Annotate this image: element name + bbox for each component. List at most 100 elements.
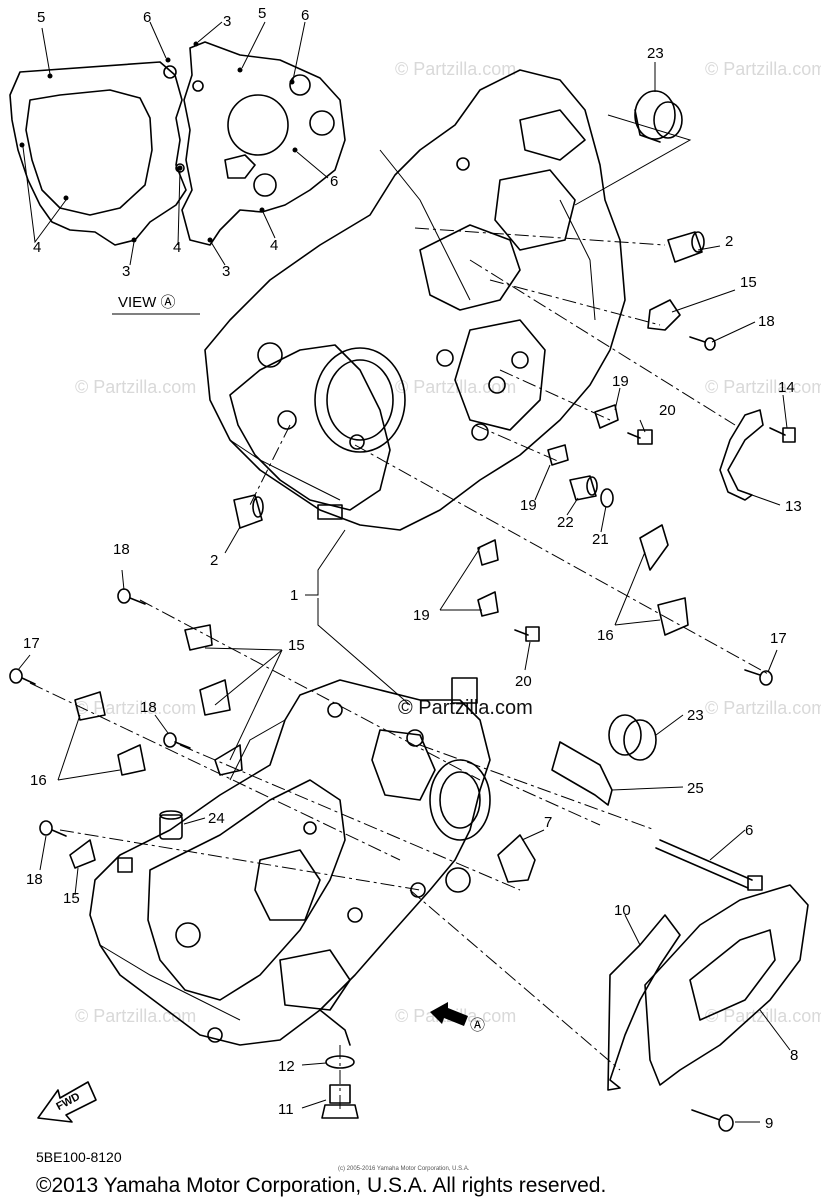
crankcase-left-hole bbox=[303, 821, 317, 835]
small-parts bbox=[9, 90, 809, 1132]
gasket-dots bbox=[19, 41, 298, 243]
callout-3: 3 bbox=[122, 263, 130, 280]
callout-19: 19 bbox=[413, 607, 430, 624]
clip-19 bbox=[594, 404, 619, 429]
drain-bolt-11 bbox=[321, 1084, 359, 1119]
crankcase-right-hole bbox=[349, 434, 365, 450]
sprocket-cover-8 bbox=[644, 884, 809, 1086]
crankcase-left-lug bbox=[451, 677, 478, 704]
crankcase-right-edge bbox=[559, 199, 596, 321]
bolt-20-top bbox=[627, 429, 653, 445]
clip-15-left bbox=[214, 744, 243, 776]
callout-6: 6 bbox=[143, 9, 151, 26]
callout-3: 3 bbox=[222, 263, 230, 280]
clip-15-lower bbox=[69, 839, 96, 869]
callout-2: 2 bbox=[725, 233, 733, 250]
bracket-25 bbox=[551, 741, 613, 806]
oil-seal-23-top bbox=[634, 90, 683, 143]
bolt-14 bbox=[769, 427, 796, 443]
crankcase-left-outline bbox=[89, 679, 491, 1046]
callout-22: 22 bbox=[557, 514, 574, 531]
callout-3: 3 bbox=[223, 13, 231, 30]
small-copyright-notice: (c) 2005-2016 Yamaha Motor Corporation, … bbox=[338, 1166, 470, 1172]
bracket-16-left bbox=[74, 691, 106, 721]
callout-2: 2 bbox=[210, 552, 218, 569]
sprocket-cover-window bbox=[689, 929, 776, 1021]
crankcase-right-main-bore bbox=[314, 347, 406, 453]
watermark-text: © Partzilla.com bbox=[75, 1006, 196, 1026]
gasket-right-outline bbox=[181, 41, 346, 246]
center-watermark: © Partzilla.com bbox=[398, 697, 533, 719]
screw-18-lower bbox=[39, 820, 67, 837]
crankcase-left-hole bbox=[347, 907, 363, 923]
callout-20: 20 bbox=[515, 673, 532, 690]
washer-12 bbox=[325, 1055, 355, 1069]
crankcase-right-pocket bbox=[494, 169, 576, 251]
crankcase-right-hole bbox=[456, 157, 470, 171]
crankcase-right-edge bbox=[229, 439, 341, 501]
bracket-16-right bbox=[639, 524, 669, 571]
callout-14: 14 bbox=[778, 379, 795, 396]
crankcase-right-rib bbox=[519, 109, 586, 161]
view-a-label: VIEW Ⓐ bbox=[118, 294, 176, 311]
callout-7: 7 bbox=[544, 814, 552, 831]
oil-seal-23-lower bbox=[608, 714, 657, 761]
gasket-hole bbox=[289, 74, 311, 96]
crankcase-left-half bbox=[89, 677, 491, 1046]
fwd-arrow-icon bbox=[37, 1081, 97, 1123]
crankcase-right-hole bbox=[436, 349, 454, 367]
crankcase-left-hole bbox=[207, 1027, 223, 1043]
callout-9: 9 bbox=[765, 1115, 773, 1132]
dowel-pin-2-top bbox=[667, 231, 705, 263]
crankcase-right-outline bbox=[204, 69, 626, 531]
screw-18-left bbox=[117, 588, 146, 605]
callout-21: 21 bbox=[592, 531, 609, 548]
gasket-left-outline bbox=[9, 61, 187, 246]
watermark-text: © Partzilla.com bbox=[705, 698, 821, 718]
callout-24: 24 bbox=[208, 810, 225, 827]
callout-6: 6 bbox=[301, 7, 309, 24]
crankcase-right-hole bbox=[257, 342, 283, 368]
callout-18: 18 bbox=[26, 871, 43, 888]
callout-16: 16 bbox=[597, 627, 614, 644]
watermark-text: © Partzilla.com bbox=[705, 59, 821, 79]
callout-15: 15 bbox=[63, 890, 80, 907]
watermark-layer: © Partzilla.com © Partzilla.com © Partzi… bbox=[75, 59, 821, 1026]
callout-13: 13 bbox=[785, 498, 802, 515]
clip-15-top bbox=[647, 299, 681, 331]
callout-19: 19 bbox=[612, 373, 629, 390]
gasket-hole bbox=[309, 110, 335, 136]
callout-6: 6 bbox=[330, 173, 338, 190]
screw-18-mid bbox=[163, 732, 191, 749]
callout-23: 23 bbox=[687, 707, 704, 724]
callout-18: 18 bbox=[140, 699, 157, 716]
callout-17: 17 bbox=[23, 635, 40, 652]
crankcase-right-half bbox=[204, 69, 626, 531]
view-a-gasket-detail: VIEW Ⓐ bbox=[9, 21, 346, 315]
callout-labels: 5 6 3 5 6 6 4 3 3 4 4 23 2 15 18 14 13 1… bbox=[23, 5, 802, 1132]
crankcase-left-edge bbox=[99, 944, 241, 1021]
callout-1: 1 bbox=[290, 587, 298, 604]
clip-15-left bbox=[199, 679, 231, 716]
diagram-code: 5BE100-8120 bbox=[36, 1149, 122, 1165]
watermark-text: © Partzilla.com bbox=[75, 698, 196, 718]
callout-25: 25 bbox=[687, 780, 704, 797]
callout-5: 5 bbox=[258, 5, 266, 22]
screw-17-left bbox=[9, 668, 36, 685]
watermark-text: © Partzilla.com bbox=[395, 59, 516, 79]
bolt-6 bbox=[655, 839, 763, 891]
copyright-notice: ©2013 Yamaha Motor Corporation, U.S.A. A… bbox=[36, 1174, 606, 1197]
washer-21 bbox=[600, 488, 614, 508]
crankcase-left-edge bbox=[229, 719, 286, 781]
crankcase-left-pocket bbox=[254, 849, 321, 921]
crankcase-right-hole bbox=[277, 410, 297, 430]
callout-11: 11 bbox=[278, 1101, 294, 1118]
assembly-lines bbox=[29, 227, 771, 1110]
gasket-left-inner bbox=[25, 89, 153, 216]
crankcase-right-edge bbox=[379, 149, 471, 301]
callout-15: 15 bbox=[740, 274, 757, 291]
callout-5: 5 bbox=[37, 9, 45, 26]
callout-10: 10 bbox=[614, 902, 631, 919]
plug-24 bbox=[159, 810, 183, 840]
